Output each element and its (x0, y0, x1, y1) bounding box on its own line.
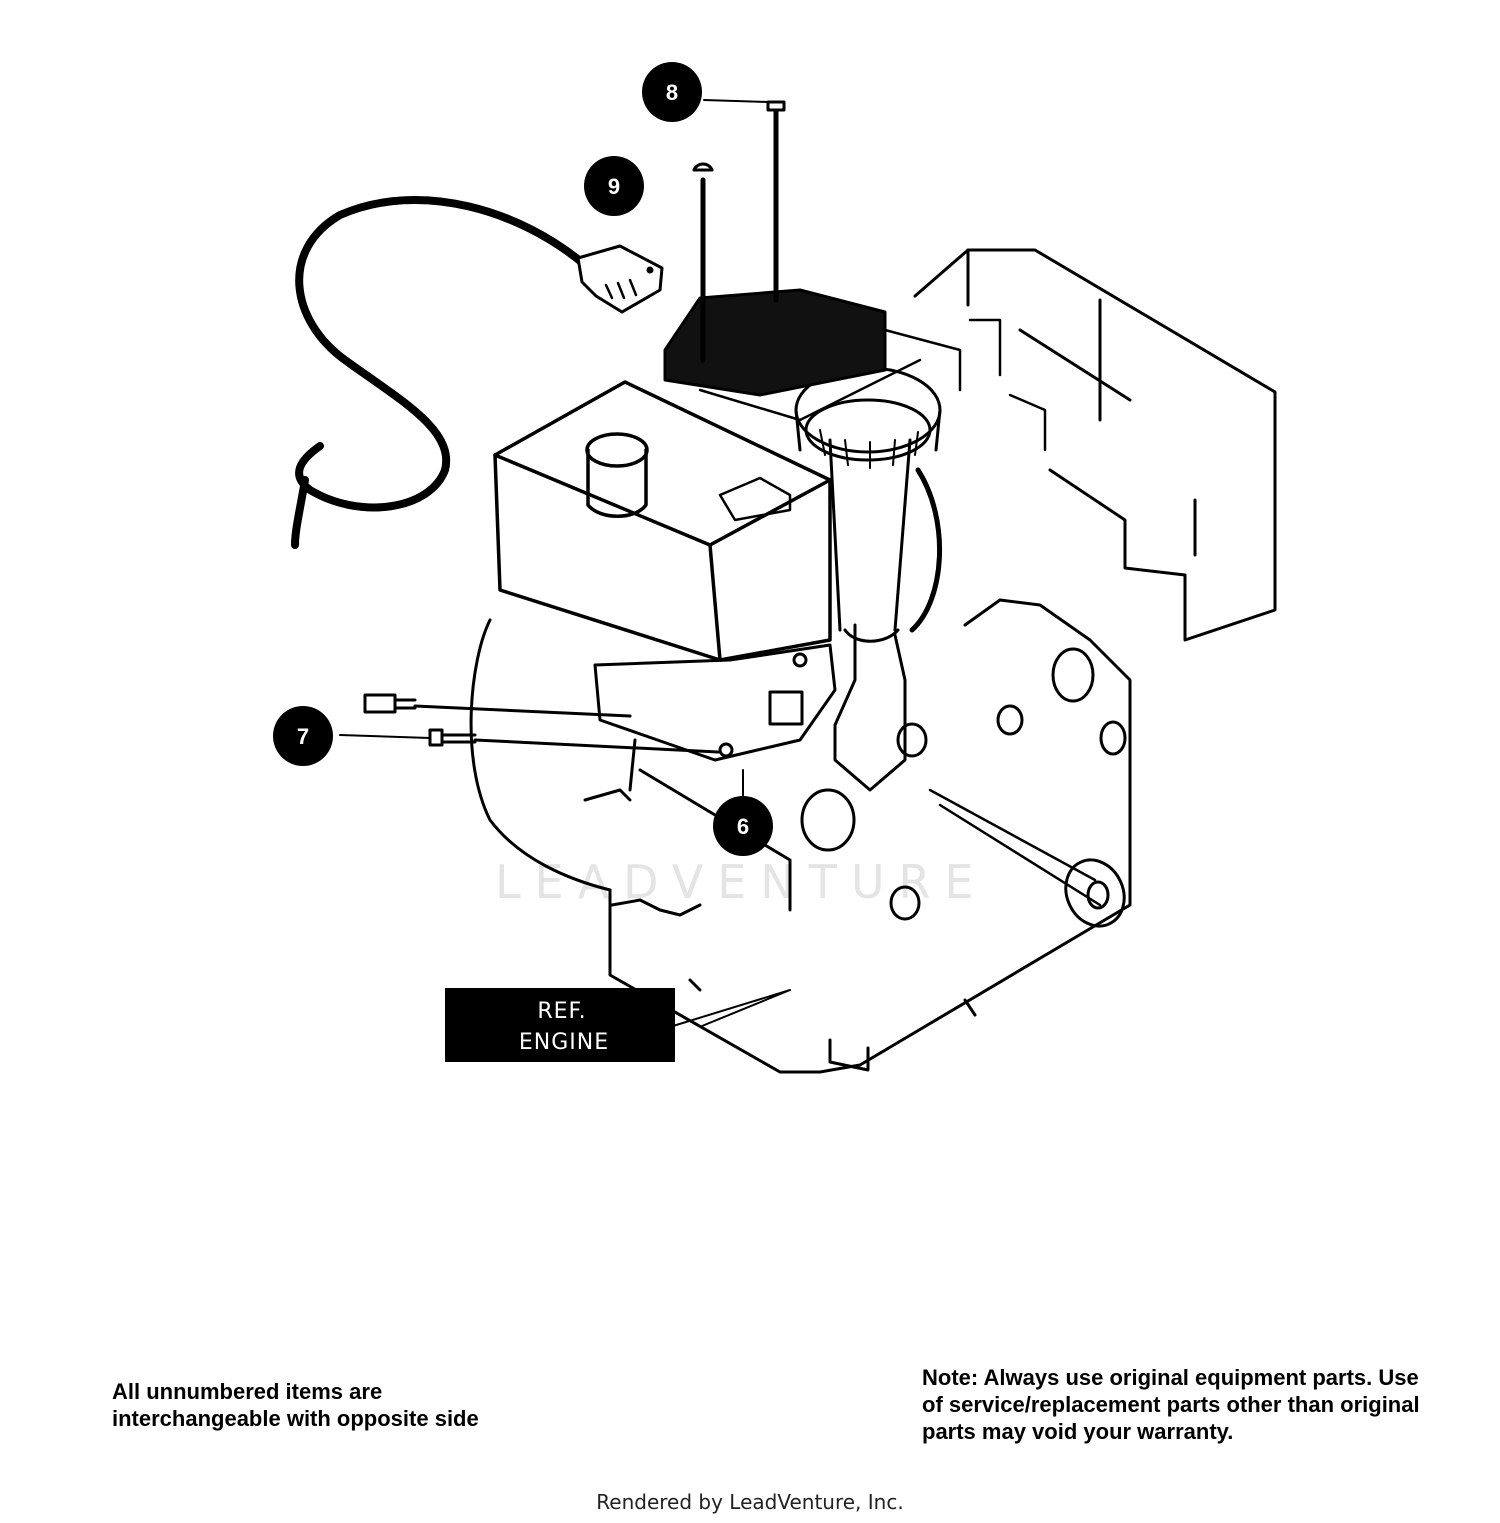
rear-housing (913, 248, 1277, 642)
control-box (663, 288, 962, 422)
ref-engine-line1: REF. (537, 999, 586, 1024)
screws-7 (363, 693, 720, 754)
fuel-tank (493, 380, 832, 662)
power-cord (291, 195, 664, 549)
filler-neck-and-cap (794, 366, 942, 643)
unnumbered-items-note: All unnumbered items are interchangeable… (112, 1379, 479, 1431)
ref-engine-line2: ENGINE (519, 1030, 609, 1055)
original-parts-note: Note: Always use original equipment part… (922, 1365, 1420, 1444)
callout-8: 8 (642, 62, 702, 122)
callout-7: 7 (273, 706, 333, 766)
callout-6: 6 (713, 796, 773, 856)
callout-8-label: 8 (666, 80, 678, 105)
leader-lines (339, 99, 791, 1027)
callout-9-label: 9 (608, 174, 620, 199)
screw-9 (692, 162, 714, 363)
engine-shroud (593, 623, 907, 792)
watermark-text: LEADVENTURE (495, 855, 988, 909)
engine-block (469, 598, 1132, 1074)
callout-6-label: 6 (737, 814, 749, 839)
callout-9: 9 (584, 156, 644, 216)
callout-7-label: 7 (297, 724, 309, 749)
rendered-by-footer: Rendered by LeadVenture, Inc. (596, 1490, 904, 1514)
screw-8 (766, 100, 786, 303)
ref-engine-label: REF. ENGINE (445, 988, 675, 1062)
